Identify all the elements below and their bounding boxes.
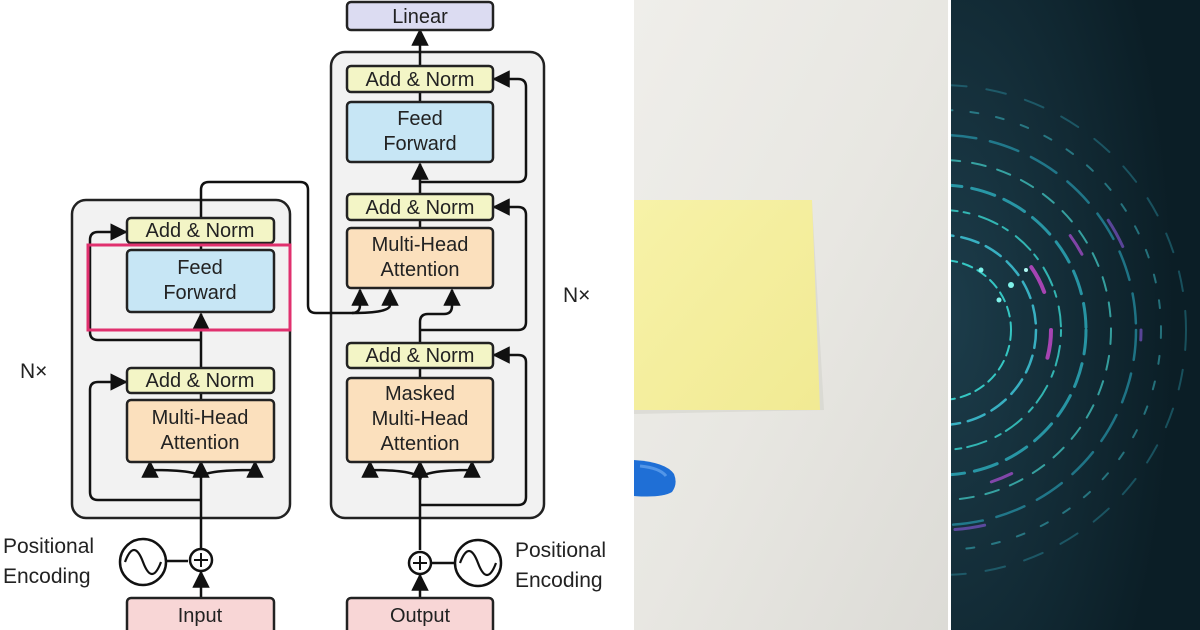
linear-label: Linear [392, 6, 448, 28]
decoder-feed-forward-label-2: Forward [383, 133, 456, 155]
linear-layer [345, 0, 495, 32]
sticky-note-photo [634, 0, 948, 630]
encoder-positional-label-2: Encoding [3, 565, 91, 588]
encoder-feed-forward-label-1: Feed [177, 257, 223, 279]
decoder-feed-forward [345, 100, 495, 164]
panel-divider [632, 0, 634, 630]
decoder-cross-attention-label-1: Multi-Head [372, 234, 469, 256]
encoder-add-norm-top [125, 216, 276, 245]
encoder-repeat-label: N× [20, 360, 47, 383]
decoder-positional-label-2: Encoding [515, 569, 603, 592]
encoder-add-norm-bottom-label: Add & Norm [146, 370, 255, 392]
decoder-cross-attention-label-2: Attention [381, 259, 460, 281]
encoder-add-norm-bottom [125, 366, 276, 395]
decoder-feed-forward-label-1: Feed [397, 108, 443, 130]
encoder-multi-head-attention [125, 398, 276, 464]
decoder-positional-label-1: Positional [515, 539, 606, 562]
input-embedding [125, 596, 276, 630]
sticky-note [634, 200, 820, 410]
output-label: Output [390, 605, 450, 627]
decoder-add-norm-bottom [345, 341, 495, 370]
feed-forward-highlight [86, 243, 292, 332]
input-label: Input [178, 605, 223, 627]
decoder-add-norm-top-label: Add & Norm [366, 69, 475, 91]
encoder-attention-label-2: Attention [161, 432, 240, 454]
encoder-feed-forward-label-2: Forward [163, 282, 236, 304]
output-embedding [345, 596, 495, 630]
abstract-rings-art [951, 0, 1200, 630]
panel-divider [948, 0, 951, 630]
transformer-diagram-panel: Add & Norm Feed Forward Add & Norm Multi… [3, 0, 607, 630]
decoder-repeat-label: N× [563, 284, 590, 307]
encoder-add-norm-top-label: Add & Norm [146, 220, 255, 242]
sticky-note-photo-art [634, 0, 948, 630]
decoder-masked-label-3: Attention [381, 433, 460, 455]
decoder-masked-attention [345, 376, 495, 464]
decoder-masked-label-2: Multi-Head [372, 408, 469, 430]
encoder-feed-forward [125, 248, 276, 314]
abstract-rings-art-svg [951, 0, 1200, 630]
decoder-masked-label-1: Masked [385, 383, 455, 405]
decoder-cross-attention [345, 226, 495, 290]
blue-pen-icon [634, 460, 676, 497]
decoder-add-norm-bottom-label: Add & Norm [366, 345, 475, 367]
encoder-positional-label-1: Positional [3, 535, 94, 558]
transformer-architecture-diagram: Add & Norm Feed Forward Add & Norm Multi… [3, 0, 606, 630]
decoder-add-norm-middle [345, 192, 495, 222]
encoder-attention-label-1: Multi-Head [152, 407, 249, 429]
decoder-add-norm-middle-label: Add & Norm [366, 197, 475, 219]
decoder-add-norm-top [345, 64, 495, 94]
